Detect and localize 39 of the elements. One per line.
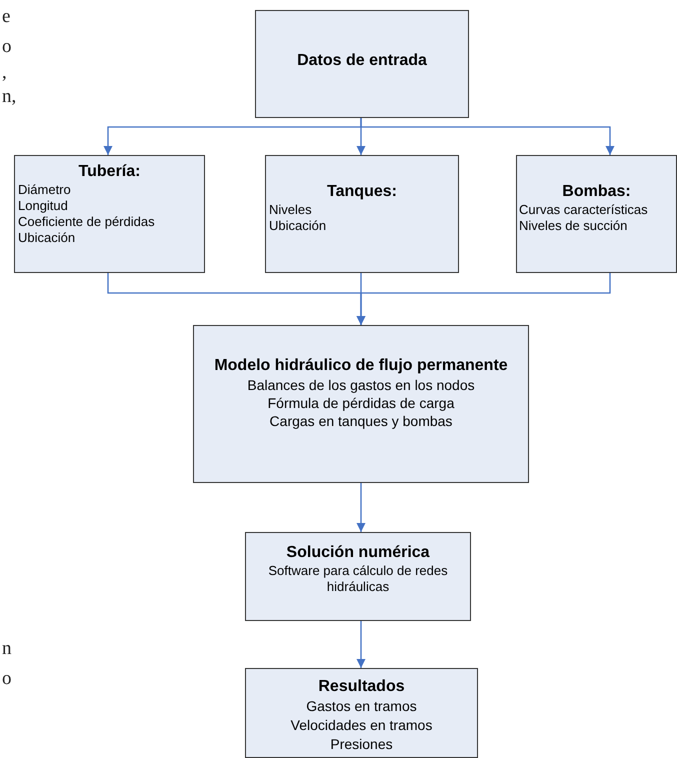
- process-box: [245, 532, 471, 621]
- process-box: [265, 155, 459, 273]
- arrow: [356, 621, 366, 668]
- text-fragment: ,: [2, 62, 7, 84]
- text-fragment: e: [2, 6, 10, 28]
- box-text: Niveles de succión: [519, 218, 628, 234]
- arrow: [360, 118, 614, 155]
- box-text: Longitud: [18, 198, 69, 214]
- box-text: Diámetro: [18, 182, 72, 198]
- box-heading: Tubería:: [78, 162, 142, 182]
- box-heading: Solución numérica: [285, 543, 431, 563]
- box-text: Ubicación: [18, 230, 76, 246]
- text-fragment: o: [2, 36, 12, 58]
- process-box: [516, 155, 677, 273]
- text-fragment: n,: [2, 86, 16, 108]
- box-heading: Modelo hidráulico de flujo permanente: [213, 356, 509, 376]
- box-text: Ubicación: [269, 218, 328, 234]
- output-box: [245, 668, 478, 758]
- process-box: [193, 325, 529, 483]
- text-fragment: o: [2, 668, 12, 690]
- box-text: Presiones: [329, 735, 394, 754]
- box-text: Velocidades en tramos: [290, 716, 434, 735]
- box-text: Cargas en tanques y bombas: [268, 412, 454, 430]
- box-text: Software para cálculo de redes hidráulicas: [267, 563, 449, 595]
- text-fragment: n: [2, 638, 12, 660]
- arrow: [356, 483, 366, 532]
- process-box: [14, 155, 205, 273]
- arrow: [356, 273, 611, 325]
- box-heading: Tanques:: [326, 182, 398, 202]
- box-heading: Datos de entrada: [296, 51, 428, 71]
- box-heading: Bombas:: [561, 182, 632, 202]
- box-text: Coeficiente de pérdidas: [18, 214, 156, 230]
- box-heading: Resultados: [317, 677, 406, 697]
- box-text: Curvas características: [519, 202, 649, 218]
- input-box: [255, 10, 469, 118]
- box-text: Balances de los gastos en los nodos: [246, 376, 476, 394]
- box-text: Gastos en tramos: [305, 697, 418, 716]
- box-text: Fórmula de pérdidas de carga: [266, 394, 456, 412]
- box-text: Niveles: [269, 202, 313, 218]
